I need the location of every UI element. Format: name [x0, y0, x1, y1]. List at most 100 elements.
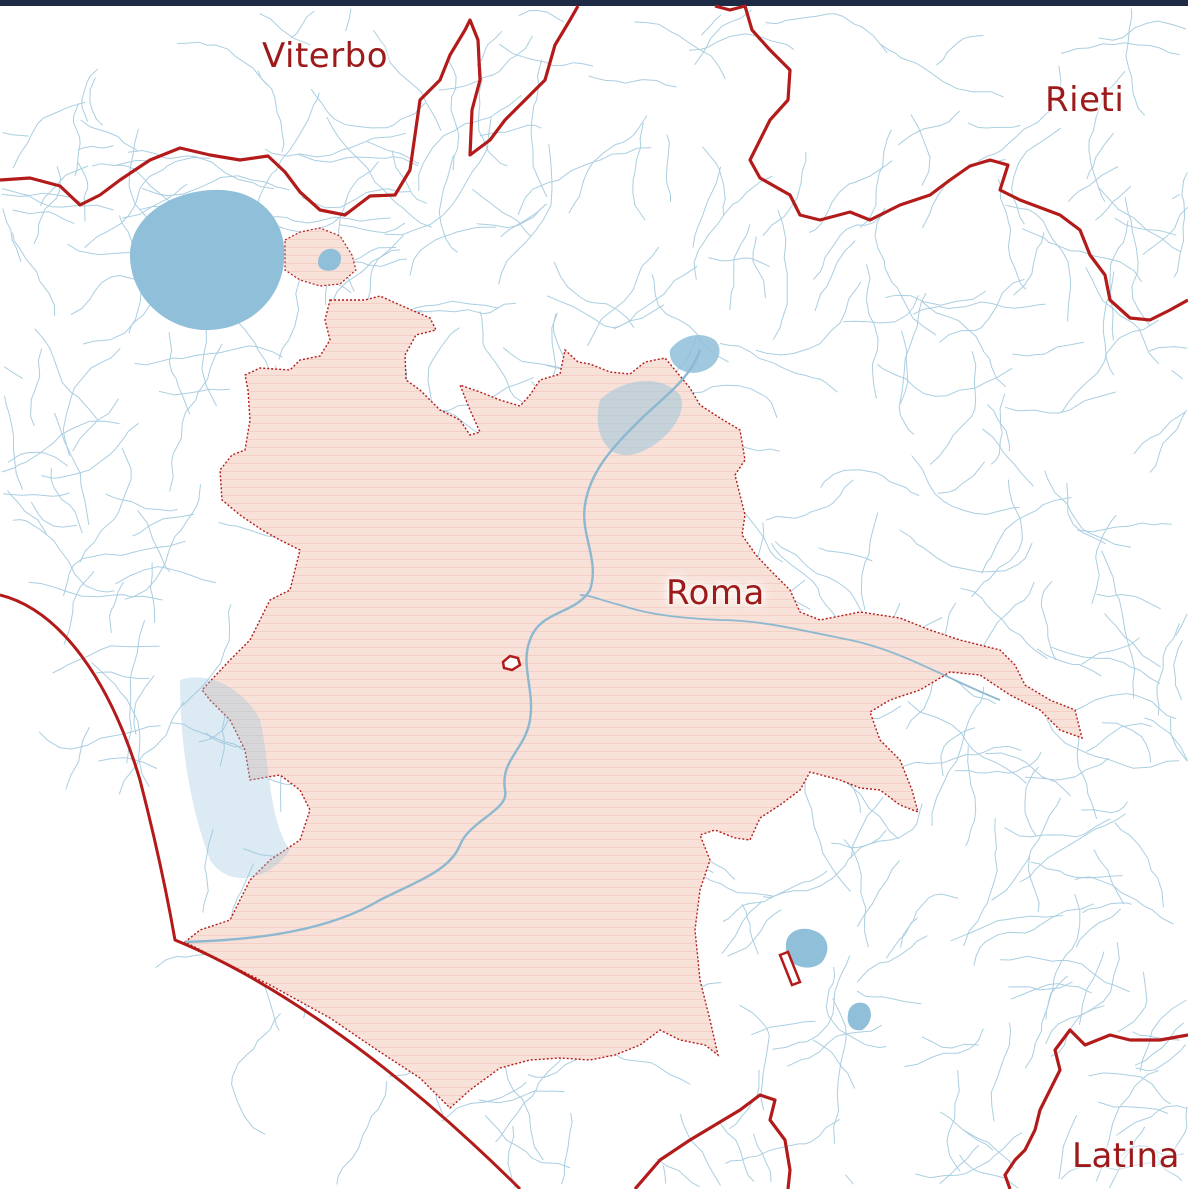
stream-line — [751, 1020, 816, 1036]
stream-line — [52, 645, 160, 674]
stream-line — [477, 62, 508, 167]
stream-line — [1021, 228, 1142, 282]
stream-line — [63, 570, 95, 645]
stream-line — [34, 328, 99, 421]
label-viterbo: Viterbo — [262, 36, 389, 76]
stream-line — [1085, 267, 1160, 365]
tiber-river — [184, 349, 702, 944]
stream-line — [81, 68, 98, 122]
stream-line — [939, 278, 1025, 343]
stream-line — [967, 122, 1021, 129]
stream-line — [1173, 640, 1183, 701]
stream-line — [1173, 172, 1188, 278]
stream-line — [962, 1129, 1015, 1170]
border-south-segment — [633, 1093, 792, 1189]
stream-line — [326, 116, 433, 228]
stream-line — [1169, 717, 1187, 761]
stream-line — [955, 752, 1042, 774]
stream-line — [12, 519, 115, 593]
stream-line — [688, 33, 795, 51]
stream-line — [1024, 757, 1109, 781]
stream-line — [1012, 341, 1085, 357]
stream-line — [1120, 1145, 1174, 1158]
stream-line — [1081, 801, 1129, 814]
stream-line — [1171, 193, 1180, 200]
coastline — [0, 593, 522, 1189]
stream-line — [1024, 975, 1069, 1069]
stream-line — [772, 955, 851, 1050]
stream-line — [939, 1144, 980, 1185]
stream-line — [960, 587, 1048, 660]
stream-line — [1008, 981, 1073, 991]
stream-line — [72, 102, 81, 177]
stream-line — [693, 175, 773, 280]
stream-line — [499, 43, 594, 67]
stream-line — [495, 1043, 571, 1143]
stream-line — [41, 422, 139, 479]
stream-line — [921, 1036, 979, 1049]
stream-line — [2, 132, 29, 137]
stream-line — [158, 388, 230, 396]
border-roma-latina — [1003, 1028, 1188, 1189]
stream-line — [950, 915, 1063, 942]
stream-line — [1013, 231, 1045, 296]
stream-line — [62, 347, 121, 457]
stream-line — [502, 347, 569, 371]
stream-line — [418, 94, 522, 191]
stream-line — [755, 281, 862, 356]
stream-line — [122, 183, 188, 219]
stream-line — [879, 43, 1004, 98]
stream-line — [910, 114, 931, 186]
stream-line — [1004, 818, 1111, 838]
stream-line — [1040, 580, 1057, 661]
label-roma: Roma — [666, 573, 765, 613]
stream-line — [899, 529, 1033, 573]
border-viterbo-roma — [0, 5, 580, 217]
stream-line — [177, 41, 268, 86]
stream-line — [700, 14, 722, 36]
sea-area — [0, 595, 520, 1189]
stream-line — [7, 490, 47, 535]
stream-line — [105, 493, 178, 512]
stream-line — [149, 562, 156, 623]
stream-line — [1095, 185, 1132, 221]
stream-line — [1066, 482, 1106, 545]
stream-line — [310, 88, 426, 129]
stream-line — [588, 75, 677, 88]
stream-line — [1157, 1106, 1188, 1166]
stream-line — [708, 257, 770, 268]
stream-line — [108, 581, 124, 633]
stream-line — [1144, 717, 1188, 762]
stream-line — [1091, 514, 1117, 604]
stream-line — [124, 484, 201, 600]
stream-line — [568, 115, 648, 214]
stream-line — [1109, 220, 1129, 341]
stream-line — [997, 178, 1027, 290]
lake-north-tiber — [669, 335, 720, 373]
vatican-outline[interactable] — [501, 654, 522, 672]
stream-line — [12, 101, 86, 169]
stream-line — [80, 119, 139, 152]
stream-line — [7, 451, 68, 467]
stream-line — [1036, 648, 1102, 677]
stream-line — [936, 34, 984, 66]
stream-line — [1074, 876, 1174, 925]
stream-line — [98, 757, 157, 769]
stream-line — [850, 796, 884, 859]
stream-line — [814, 240, 856, 312]
stream-line — [446, 57, 460, 171]
stream-line — [743, 511, 783, 563]
stream-line — [965, 745, 977, 847]
stream-line — [1101, 722, 1152, 763]
stream-line — [38, 725, 161, 750]
stream-line — [877, 364, 1013, 397]
stream-line — [991, 797, 1062, 901]
rome-municipality-area[interactable] — [183, 295, 1083, 1109]
stream-line — [1086, 722, 1152, 753]
stream-line — [345, 8, 352, 32]
stream-line — [963, 818, 998, 947]
stream-line — [264, 132, 407, 158]
stream-line — [634, 21, 726, 80]
stream-line — [990, 393, 1006, 465]
